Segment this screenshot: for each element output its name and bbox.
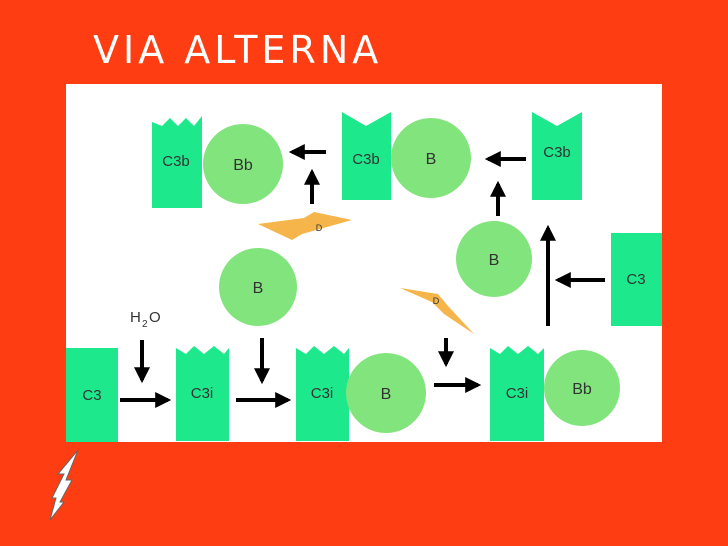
- slide-title: VIA ALTERNA: [93, 28, 383, 72]
- c3-label: C3: [82, 387, 101, 404]
- pathway-diagram-panel: C3 C3i C3i B C3i Bb H 2 O: [66, 84, 662, 442]
- c3b-label: C3b: [352, 151, 380, 168]
- b-label: B: [253, 280, 264, 297]
- b-circle-right: B: [456, 221, 532, 297]
- d-label: D: [433, 296, 440, 306]
- lightning-bolt-icon: [49, 450, 79, 521]
- c3-block-right: C3: [611, 233, 662, 326]
- bb-circle-top: Bb: [203, 124, 283, 204]
- bb-label: Bb: [233, 157, 253, 174]
- h2o-h: H: [130, 309, 141, 326]
- c3i-label: C3i: [311, 385, 334, 402]
- pathway-diagram: C3 C3i C3i B C3i Bb H 2 O: [66, 112, 662, 442]
- factor-d-bolt-top: D: [258, 212, 352, 240]
- factor-d-bolt-middle: D: [400, 288, 474, 334]
- c3i-block-1: C3i: [176, 346, 229, 441]
- c3b-block-1: C3b: [152, 116, 202, 208]
- c3-block-bottom: C3: [66, 348, 118, 442]
- c3i-block-2: C3i: [296, 346, 349, 441]
- b-label: B: [489, 252, 500, 269]
- c3i-label: C3i: [506, 385, 529, 402]
- h2o-subscript: 2: [142, 319, 148, 330]
- c3i-label: C3i: [191, 385, 214, 402]
- c3b-label: C3b: [543, 144, 571, 161]
- b-circle-free: B: [219, 248, 297, 326]
- h2o-o: O: [149, 309, 161, 326]
- d-label: D: [316, 223, 323, 233]
- c3b-block-3: C3b: [532, 112, 582, 200]
- b-circle-bottom: B: [346, 353, 426, 433]
- b-circle-top: B: [391, 118, 471, 198]
- c3b-label: C3b: [162, 153, 190, 170]
- c3i-block-3: C3i: [490, 346, 544, 441]
- c3b-block-2: C3b: [342, 112, 391, 200]
- c3-label: C3: [626, 271, 645, 288]
- bb-circle-bottom: Bb: [544, 350, 620, 426]
- b-label: B: [381, 386, 392, 403]
- bb-label: Bb: [572, 381, 592, 398]
- b-label: B: [426, 151, 437, 168]
- water-label: H 2 O: [130, 309, 161, 330]
